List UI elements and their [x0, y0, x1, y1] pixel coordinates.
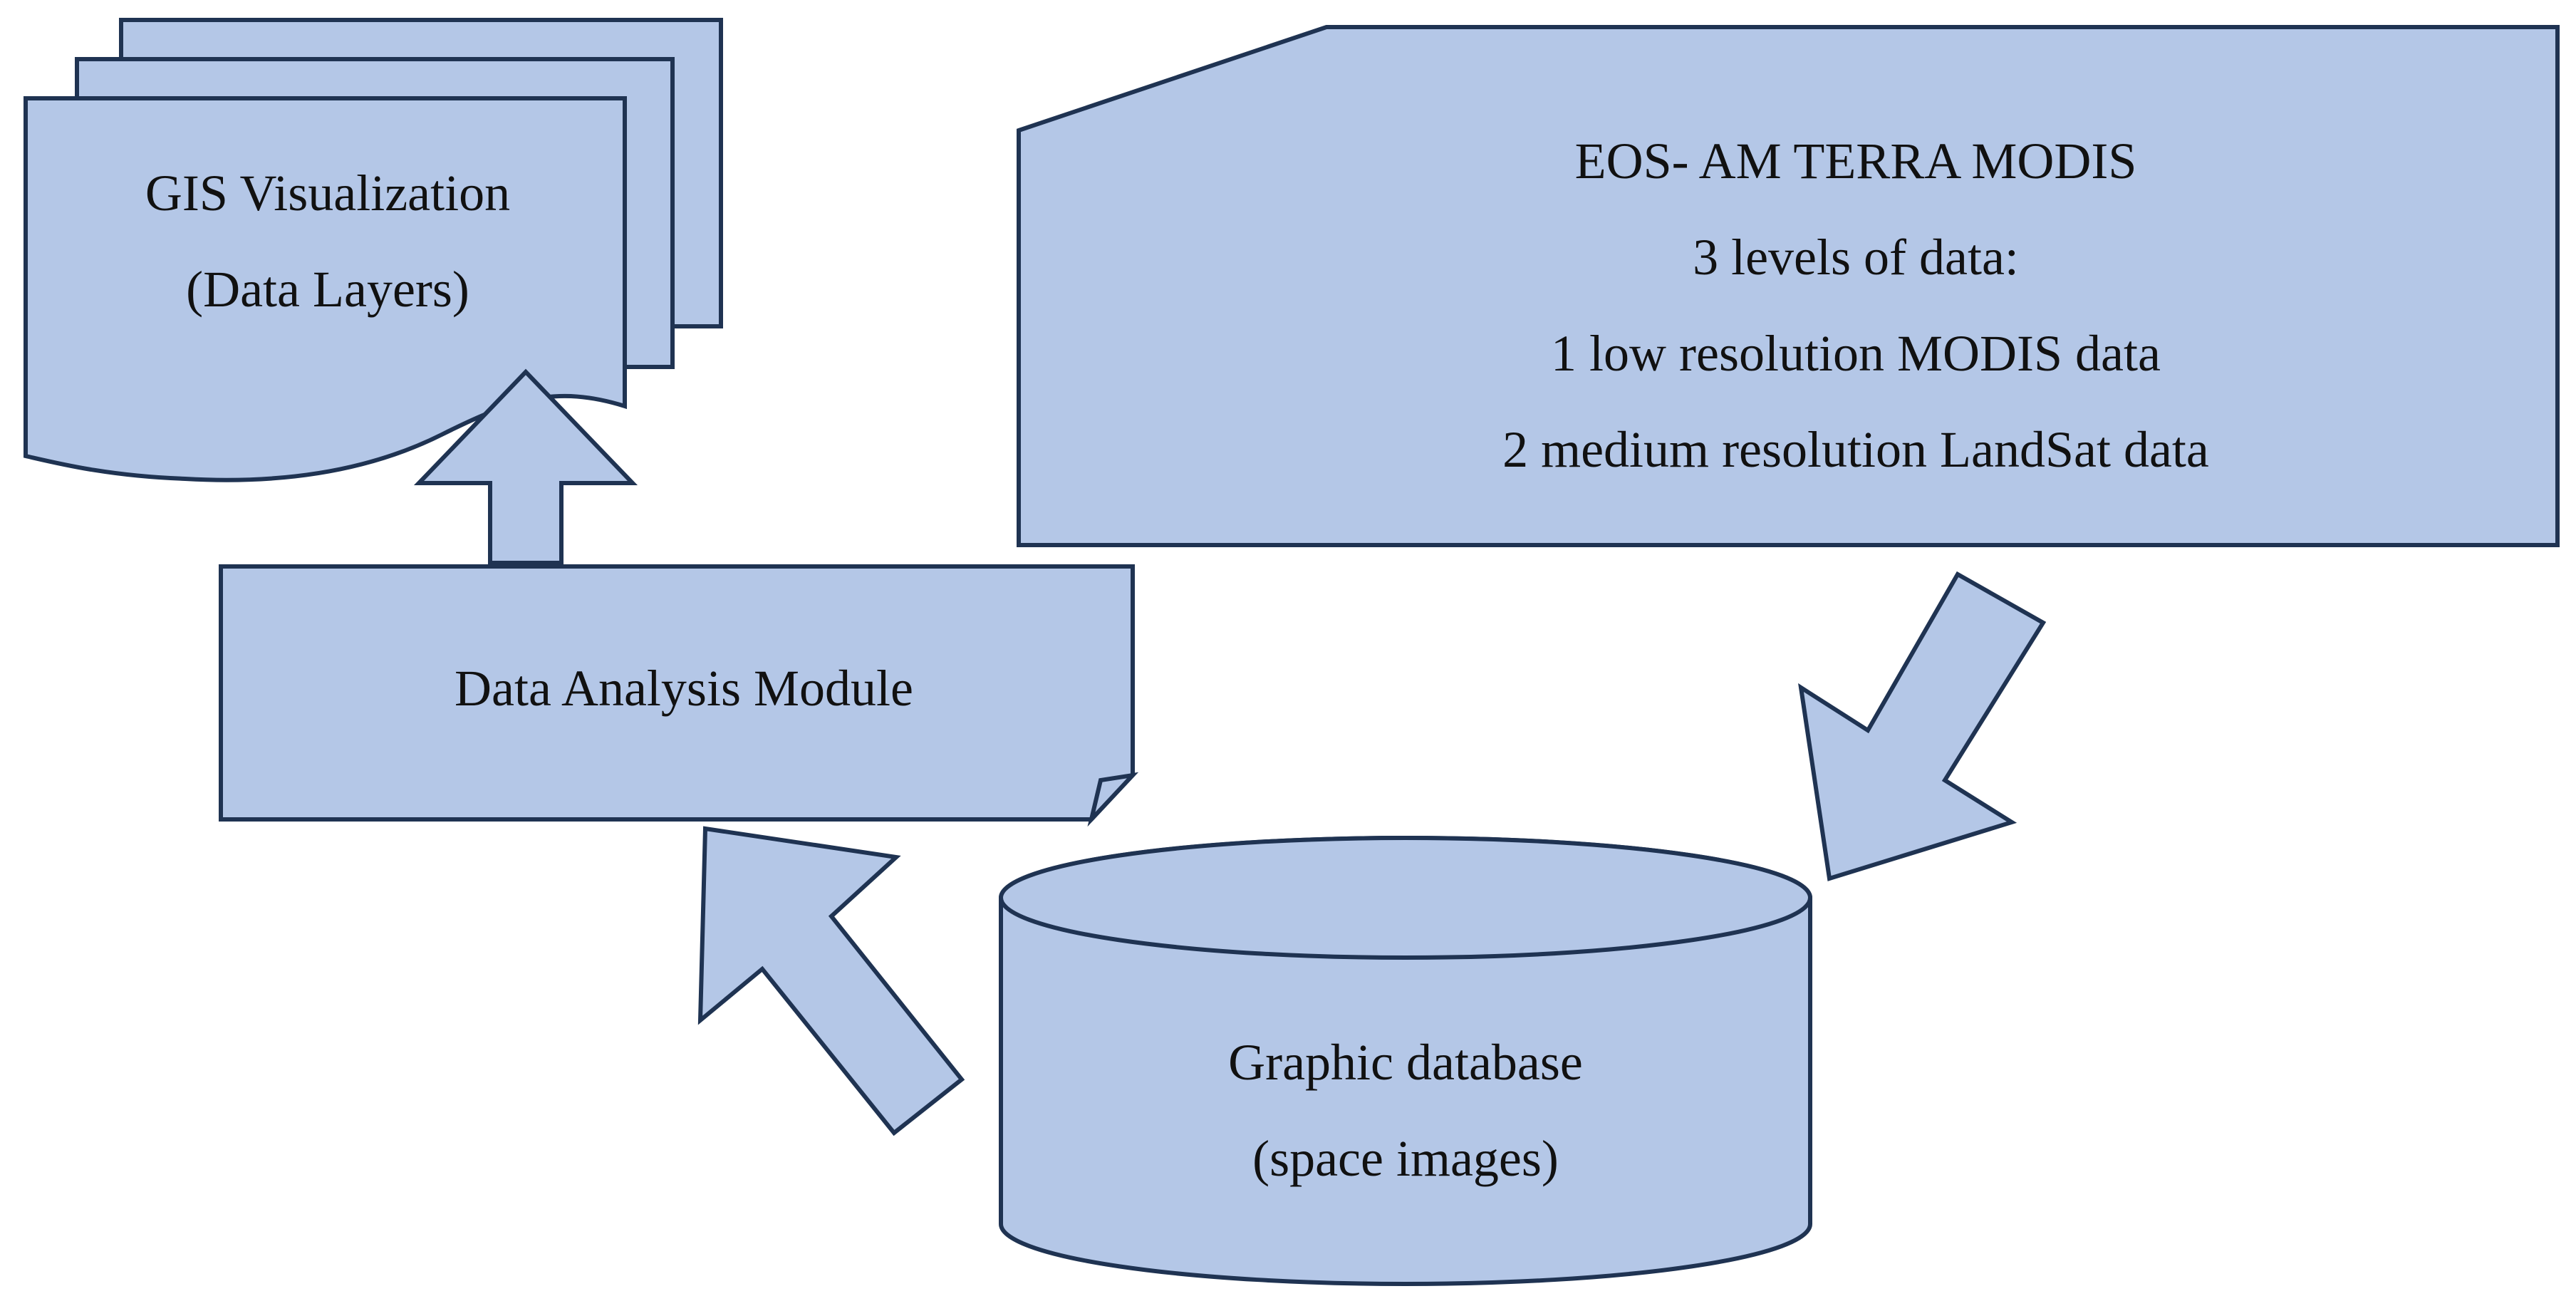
- gis-visualization-node: GIS Visualization (Data Layers): [24, 18, 723, 482]
- arrow-eos-to-database: [1798, 571, 2047, 881]
- module-label: Data Analysis Module: [455, 660, 913, 717]
- eos-levels-heading: 3 levels of data:: [1693, 229, 2019, 286]
- database-title: Graphic database: [1228, 1034, 1583, 1091]
- database-subtitle: (space images): [1252, 1130, 1559, 1187]
- eos-level-1: 1 low resolution MODIS data: [1551, 325, 2161, 382]
- arrow-module-to-gis: [413, 368, 638, 565]
- gis-title: GIS Visualization: [145, 165, 510, 222]
- eos-title: EOS- AM TERRA MODIS: [1575, 133, 2137, 190]
- eos-data-source-node: EOS- AM TERRA MODIS 3 levels of data: 1 …: [1017, 25, 2560, 547]
- eos-level-2: 2 medium resolution LandSat data: [1502, 421, 2209, 478]
- module-folded-corner: [1087, 772, 1139, 827]
- database-cylinder-top: [999, 836, 1812, 960]
- gis-subtitle: (Data Layers): [186, 261, 469, 318]
- graphic-database-node: Graphic database (space images): [999, 836, 1812, 1286]
- data-analysis-module-node: Data Analysis Module: [219, 564, 1139, 827]
- arrow-database-to-module: [697, 826, 965, 1136]
- eos-card: [1017, 25, 2560, 547]
